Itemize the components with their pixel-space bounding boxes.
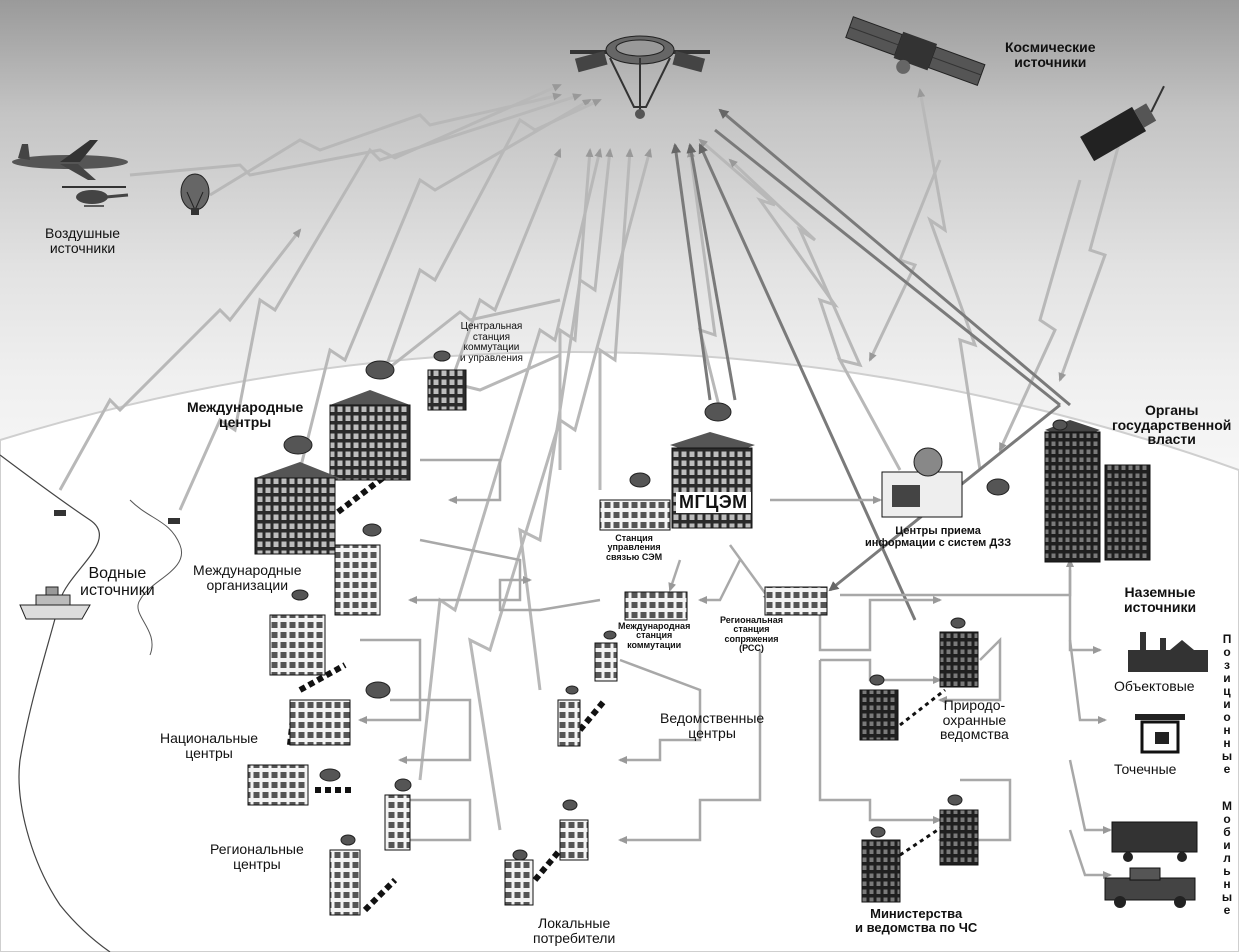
- label-positional: Позиционные: [1221, 632, 1233, 776]
- label-central-station: Центральная станция коммутации и управле…: [460, 321, 523, 364]
- label-regional-centers: Региональные центры: [210, 841, 304, 872]
- ship-icon: [19, 586, 91, 620]
- helicopter-icon: [62, 186, 129, 207]
- label-intl-centers: Международные центры: [187, 399, 304, 430]
- coastline: [0, 454, 111, 952]
- label-intl-orgs: Международные организации: [193, 562, 302, 593]
- satellite-small-icon: [1080, 85, 1165, 162]
- label-dept-centers: Ведомственные центры: [660, 710, 765, 741]
- label-intl-switch-station: Международная станция коммутации: [618, 621, 691, 650]
- building-icon: [247, 369, 618, 916]
- boat-icon: [54, 510, 66, 516]
- label-national-centers: Национальные центры: [160, 730, 259, 761]
- label-space-sources: Космические источники: [1005, 39, 1096, 70]
- satellite-dish-icon: [283, 350, 1068, 861]
- building-icon: [1044, 420, 1151, 563]
- label-sem-station: Станция управления связью СЭМ: [606, 533, 663, 562]
- label-gov-bodies: Органы государственной власти: [1112, 402, 1232, 448]
- label-emergency-ministries: Министерства и ведомства по ЧС: [855, 906, 978, 935]
- label-regional-interface-station: Региональная станция сопряжения (РСС): [720, 615, 783, 654]
- label-air-sources: Воздушные источники: [45, 225, 121, 256]
- label-mobile: Мобильные: [1221, 799, 1233, 917]
- space-station-icon: [570, 35, 710, 119]
- label-local-consumers: Локальные потребители: [533, 915, 616, 946]
- label-water-sources: Водные источники: [80, 565, 155, 599]
- factory-icon: [1128, 632, 1208, 672]
- label-object-sources: Объектовые: [1114, 678, 1195, 694]
- label-point-sources: Точечные: [1114, 761, 1177, 777]
- pickup-truck-icon: [1104, 867, 1196, 908]
- building-icon: [859, 631, 979, 903]
- satellite-icon: [845, 16, 986, 86]
- building-icon: [599, 432, 828, 621]
- freight-car-icon: [1111, 821, 1198, 862]
- label-ground-sources: Наземные источники: [1124, 584, 1197, 615]
- sensor-post-icon: [1135, 714, 1185, 754]
- building-icon: [881, 447, 963, 518]
- label-mgcem: МГЦЭМ: [676, 492, 751, 513]
- label-nature-agencies: Природо- охранные ведомства: [940, 697, 1009, 743]
- label-rs-centers: Центры приема информации с систем ДЗЗ: [865, 525, 1012, 549]
- balloon-icon: [180, 173, 210, 215]
- airplane-icon: [12, 140, 128, 180]
